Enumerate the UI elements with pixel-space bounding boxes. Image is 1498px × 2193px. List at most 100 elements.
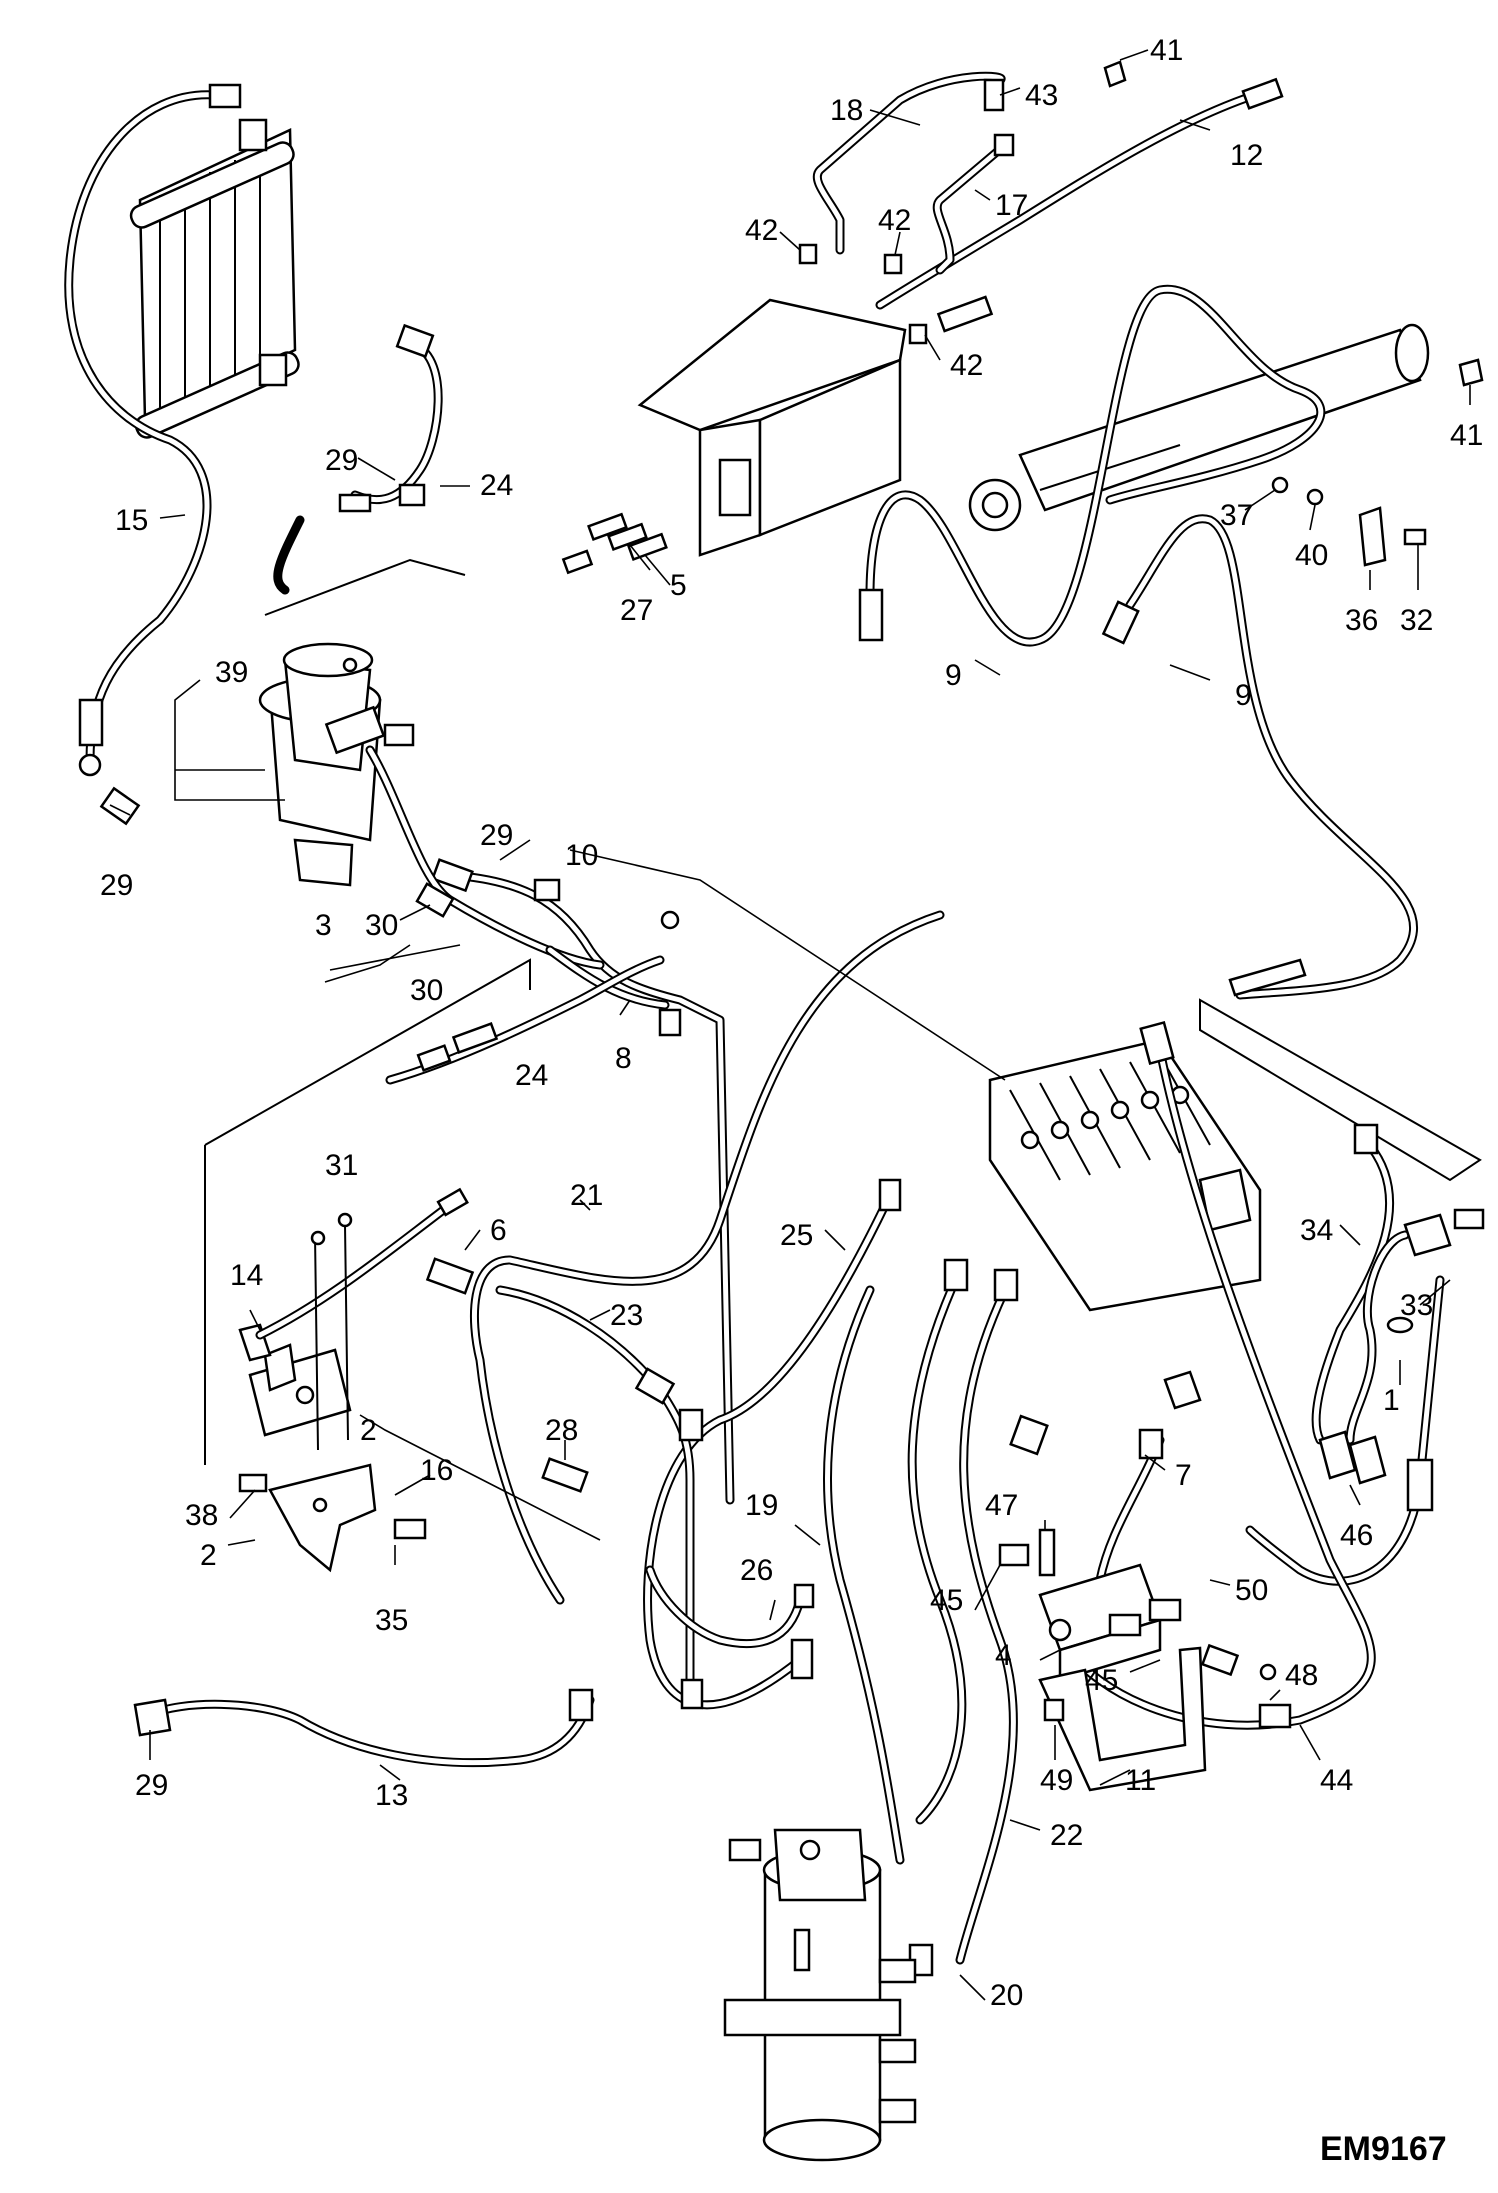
- callout-8: 8: [615, 1042, 632, 1075]
- diagram-code: EM9167: [1320, 2130, 1447, 2168]
- callout-30-lower: 30: [410, 974, 443, 1007]
- bolts-31: [310, 1212, 353, 1451]
- callout-29-mid: 29: [480, 819, 513, 852]
- hose-24-upper: [273, 323, 443, 595]
- relief-valve-block-4: [998, 1528, 1182, 1682]
- callout-50: 50: [1235, 1574, 1268, 1607]
- swivel-joint: [723, 1828, 917, 2162]
- solenoid-valve-14: [238, 1187, 469, 1437]
- tube-17: [932, 133, 1015, 275]
- callout-22: 22: [1050, 1819, 1083, 1852]
- callout-32: 32: [1400, 604, 1433, 637]
- callout-18: 18: [830, 94, 863, 127]
- fitting-29-left: [78, 753, 141, 826]
- callout-42-c: 42: [950, 349, 983, 382]
- bracket-line-valve: [1199, 998, 1482, 1182]
- callout-30-upper: 30: [365, 909, 398, 942]
- boom-arm: [637, 298, 907, 557]
- callout-29-bottom: 29: [135, 1769, 168, 1802]
- control-valve: [988, 1038, 1262, 1312]
- callout-6: 6: [490, 1214, 507, 1247]
- tube-18: [812, 71, 1006, 255]
- callout-15: 15: [115, 504, 148, 537]
- fitting-28: [541, 1457, 589, 1493]
- oil-cooler: [129, 118, 300, 439]
- leader-lines: [109, 49, 1471, 2001]
- callout-24-lower: 24: [515, 1059, 548, 1092]
- hose-33: [1345, 1208, 1485, 1445]
- callout-33: 33: [1400, 1289, 1433, 1322]
- callout-44: 44: [1320, 1764, 1353, 1797]
- fitting-41-top: [1103, 60, 1127, 88]
- fitting-48: [1200, 1643, 1277, 1681]
- hose-9-left: [858, 284, 1326, 647]
- callout-5: 5: [670, 569, 687, 602]
- clamp-parts-36: [1271, 476, 1427, 567]
- callout-4: 4: [995, 1639, 1012, 1672]
- fitting-6: [425, 1257, 475, 1295]
- callout-14: 14: [230, 1259, 263, 1292]
- callout-2-upper: 2: [360, 1414, 377, 1447]
- hose-50: [1245, 1275, 1445, 1586]
- o-ring-1: [1386, 1316, 1414, 1334]
- bracket-line-24: [204, 958, 531, 1465]
- hose-21: [469, 910, 945, 1605]
- callout-42-b: 42: [878, 204, 911, 237]
- callout-10: 10: [565, 839, 598, 872]
- callout-45-lower: 45: [1085, 1664, 1118, 1697]
- callout-23: 23: [610, 1299, 643, 1332]
- fitting-46: [1318, 1430, 1387, 1485]
- hose-10: [431, 858, 735, 1505]
- callout-9-right: 9: [1235, 679, 1252, 712]
- callout-17: 17: [995, 189, 1028, 222]
- hose-24-lower: [385, 955, 665, 1085]
- callout-13: 13: [375, 1779, 408, 1812]
- callout-19: 19: [745, 1489, 778, 1522]
- callout-45-upper: 45: [930, 1584, 963, 1617]
- callout-39: 39: [215, 656, 248, 689]
- hose-34: [1311, 1123, 1395, 1445]
- callout-11: 11: [1125, 1764, 1156, 1797]
- hose-19: [823, 1285, 905, 1865]
- callout-35: 35: [375, 1604, 408, 1637]
- callout-labels: 41 43 18 12 17 42 42 42 41 24 29 15 5 27…: [100, 34, 1483, 2012]
- callout-28: 28: [545, 1414, 578, 1447]
- boom-cylinder: [968, 323, 1430, 532]
- bracket-16: [238, 1463, 427, 1573]
- fittings-42: [798, 243, 994, 345]
- callout-41-right: 41: [1450, 419, 1483, 452]
- callout-9-left: 9: [945, 659, 962, 692]
- hose-7: [1009, 1370, 1202, 1585]
- hose-23: [495, 1285, 704, 1710]
- callout-46: 46: [1340, 1519, 1373, 1552]
- callout-20: 20: [990, 1979, 1023, 2012]
- callout-31: 31: [325, 1149, 358, 1182]
- callout-25: 25: [780, 1219, 813, 1252]
- hose-13: [133, 1688, 595, 1768]
- bracket-line-3: [264, 558, 466, 616]
- fitting-41-right: [1458, 358, 1484, 387]
- callout-42-a: 42: [745, 214, 778, 247]
- fittings-5-27: [561, 512, 668, 575]
- hose-15: [64, 83, 242, 765]
- hose-12: [875, 77, 1284, 310]
- callout-3: 3: [315, 909, 332, 942]
- hose-44: [1055, 1020, 1376, 1730]
- callout-26: 26: [740, 1554, 773, 1587]
- callout-49: 49: [1040, 1764, 1073, 1797]
- bracket-11: [1038, 1646, 1207, 1792]
- callout-21: 21: [570, 1179, 603, 1212]
- callout-12: 12: [1230, 139, 1263, 172]
- hose-9-right: [1101, 514, 1418, 1000]
- callout-7: 7: [1175, 1459, 1192, 1492]
- callout-16: 16: [420, 1454, 453, 1487]
- swing-motor: [258, 642, 415, 887]
- callout-29-upper: 29: [325, 444, 358, 477]
- callout-43: 43: [1025, 79, 1058, 112]
- callout-24-upper: 24: [480, 469, 513, 502]
- callout-41-top: 41: [1150, 34, 1183, 67]
- callout-27: 27: [620, 594, 653, 627]
- callout-37: 37: [1220, 499, 1253, 532]
- callout-29-left: 29: [100, 869, 133, 902]
